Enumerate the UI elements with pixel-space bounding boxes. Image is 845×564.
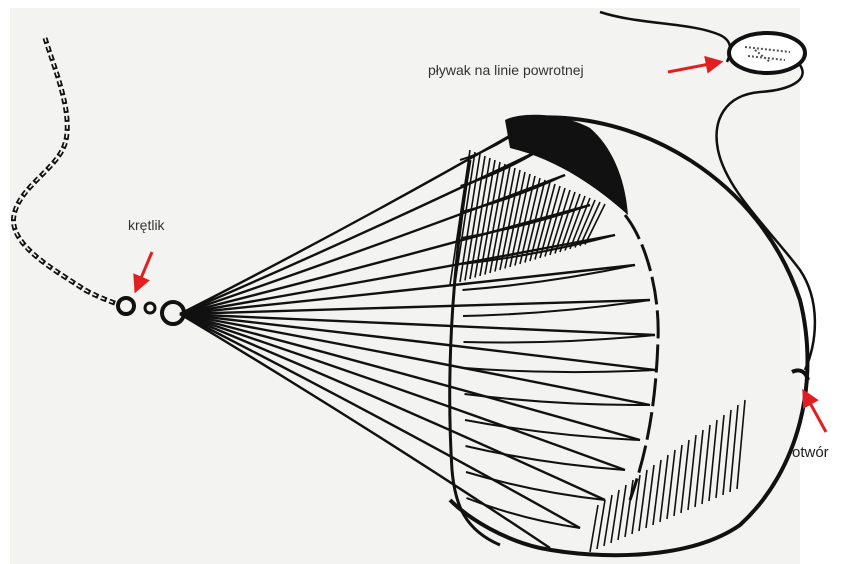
- shroud-line: [180, 314, 640, 440]
- hatch-stroke: [660, 455, 668, 522]
- shroud-line: [180, 150, 540, 314]
- hole-arrow: [804, 392, 826, 432]
- hatch-stroke: [737, 400, 745, 489]
- float-label: pływak na linie powrotnej: [428, 62, 584, 78]
- swivel-label: krętlik: [128, 217, 165, 233]
- swivel-arrow: [136, 252, 152, 290]
- parachute-canopy: [180, 115, 808, 555]
- hatch-stroke: [716, 415, 724, 498]
- hatch-stroke: [709, 420, 717, 501]
- hatch-stroke: [681, 440, 689, 513]
- hatch-stroke: [730, 405, 738, 492]
- hatch-stroke: [590, 505, 598, 552]
- canopy-seam: [464, 335, 656, 343]
- chain-rope: [13, 38, 120, 305]
- hatch-stroke: [688, 435, 696, 510]
- shroud-line: [180, 314, 580, 528]
- hatch-stroke: [667, 450, 675, 519]
- shroud-line: [180, 314, 650, 405]
- float-arrow: [668, 62, 720, 72]
- hatch-stroke: [674, 445, 682, 516]
- swivel: [118, 298, 184, 324]
- canopy-seam: [464, 368, 655, 372]
- canopy-seam: [466, 446, 626, 470]
- hatch-stroke: [695, 430, 703, 507]
- hole-label: otwór: [792, 444, 829, 461]
- hatch-stroke: [723, 410, 731, 495]
- shroud-line: [180, 314, 625, 470]
- canopy-hole: [792, 370, 808, 380]
- hatch-stroke: [702, 425, 710, 504]
- canopy-seam: [465, 420, 640, 440]
- shroud-line: [180, 205, 590, 314]
- shroud-line: [180, 314, 655, 370]
